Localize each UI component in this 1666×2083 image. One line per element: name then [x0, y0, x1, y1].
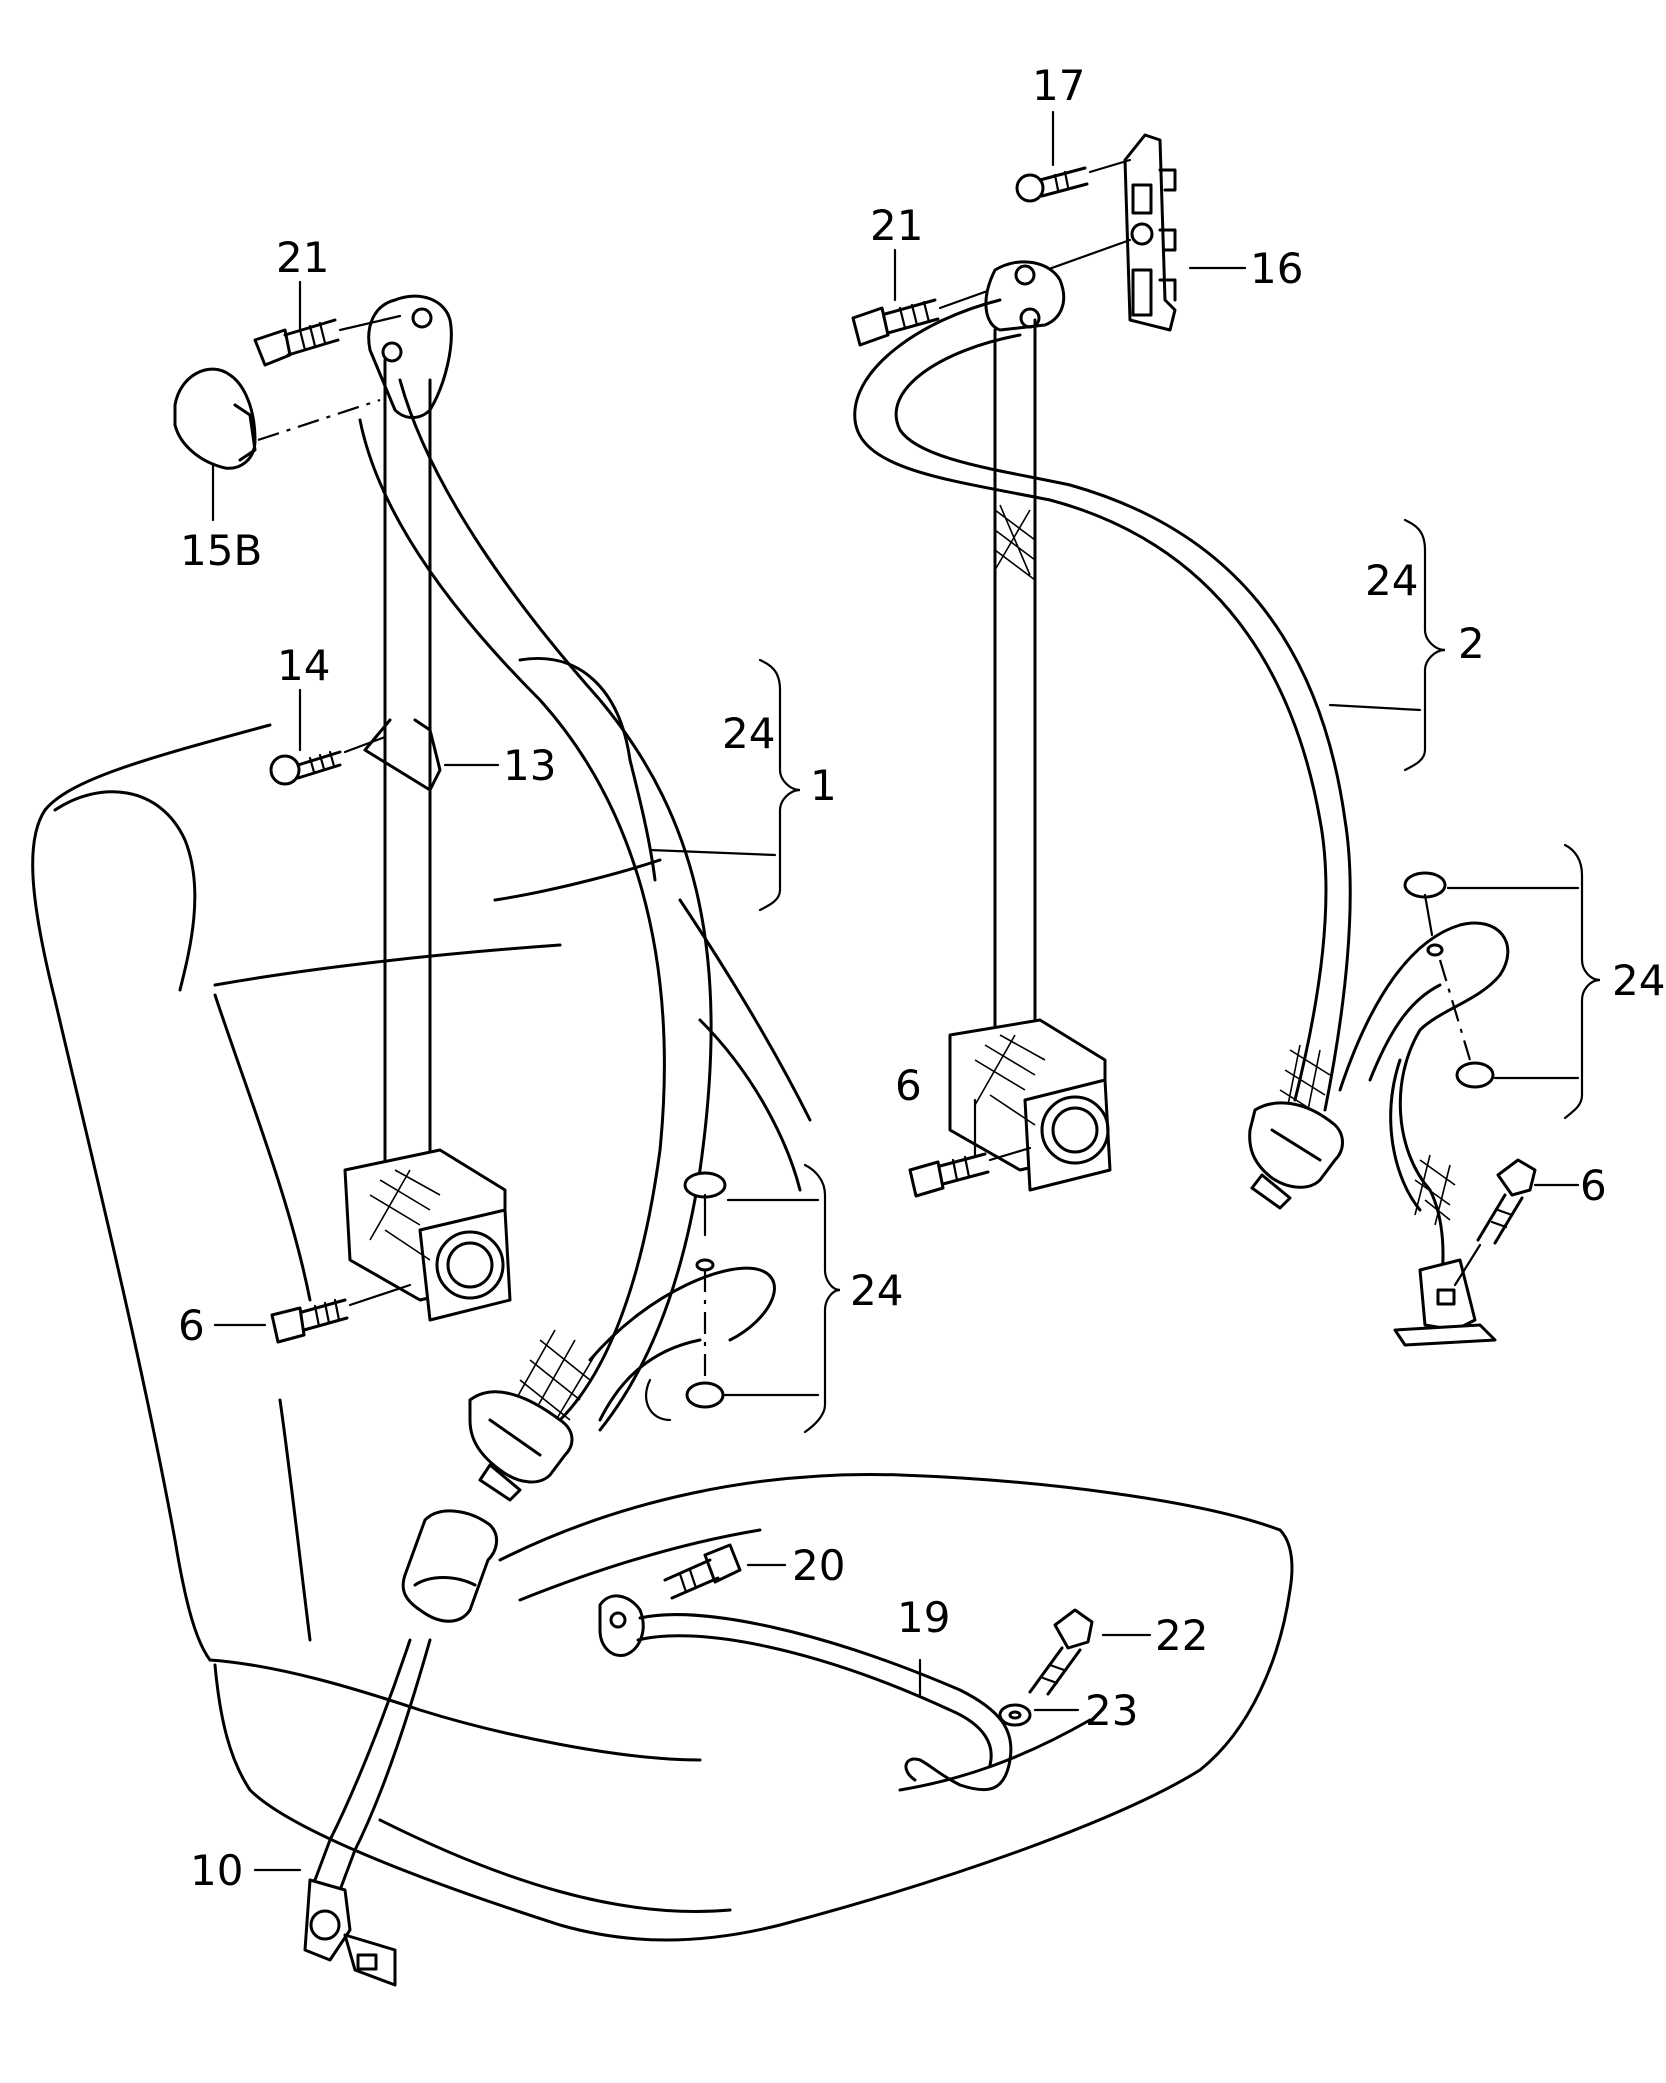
webbing-diagonal-left [358, 378, 713, 1432]
washer-23 [998, 1703, 1032, 1727]
callout-13: 13 [503, 741, 556, 790]
callout-24-left-floor: 24 [850, 1266, 903, 1315]
callout-15b: 15B [180, 526, 262, 575]
leader-lines [211, 110, 1601, 1872]
upper-anchor-plate-right [984, 260, 1066, 332]
bolt-20 [663, 1543, 742, 1600]
callout-2: 2 [1458, 619, 1485, 668]
bolt-6-left [270, 1283, 412, 1344]
bolt-6-right-floor [1453, 1158, 1537, 1287]
callout-6-right-floor: 6 [1580, 1161, 1607, 1210]
callout-14: 14 [277, 641, 330, 690]
cover-cap-15b [173, 367, 381, 470]
callout-21-left: 21 [276, 233, 329, 282]
callout-1: 1 [810, 761, 837, 810]
bolt-21-left [253, 314, 402, 367]
callout-17: 17 [1032, 61, 1085, 110]
callout-6-left: 6 [178, 1301, 205, 1350]
callout-24-right-top: 24 [1365, 556, 1418, 605]
bolt-6-right-retractor [908, 1146, 1032, 1198]
belt-tongue-right [1248, 1101, 1344, 1210]
webbing-vertical-right [993, 318, 1037, 1042]
callout-10: 10 [190, 1846, 243, 1895]
callout-16: 16 [1250, 244, 1303, 293]
bolt-17 [1015, 158, 1132, 203]
screw-14 [269, 735, 387, 786]
callout-21-right: 21 [870, 201, 923, 250]
callout-20: 20 [792, 1541, 845, 1590]
callout-24-right-floor: 24 [1612, 956, 1665, 1005]
bolt-22 [1028, 1608, 1094, 1696]
retractor-left [343, 1148, 512, 1322]
floor-anchor-left [588, 1171, 776, 1422]
belt-buckle-left [303, 1509, 498, 1987]
belt-tongue-left [468, 1390, 574, 1502]
callout-22: 22 [1155, 1611, 1208, 1660]
retractor-right [948, 1018, 1112, 1192]
seat-cushion [208, 1473, 1294, 1942]
height-adjuster-16 [1123, 133, 1177, 332]
clip-13 [363, 718, 442, 800]
floor-anchor-right [1338, 871, 1510, 1347]
callout-23: 23 [1085, 1686, 1138, 1735]
callout-6-right-retractor: 6 [895, 1061, 922, 1110]
webbing-diagonal-right [853, 298, 1352, 1126]
callout-19: 19 [897, 1593, 950, 1642]
upper-anchor-plate-left [367, 294, 453, 419]
callout-24-left-top: 24 [722, 709, 775, 758]
